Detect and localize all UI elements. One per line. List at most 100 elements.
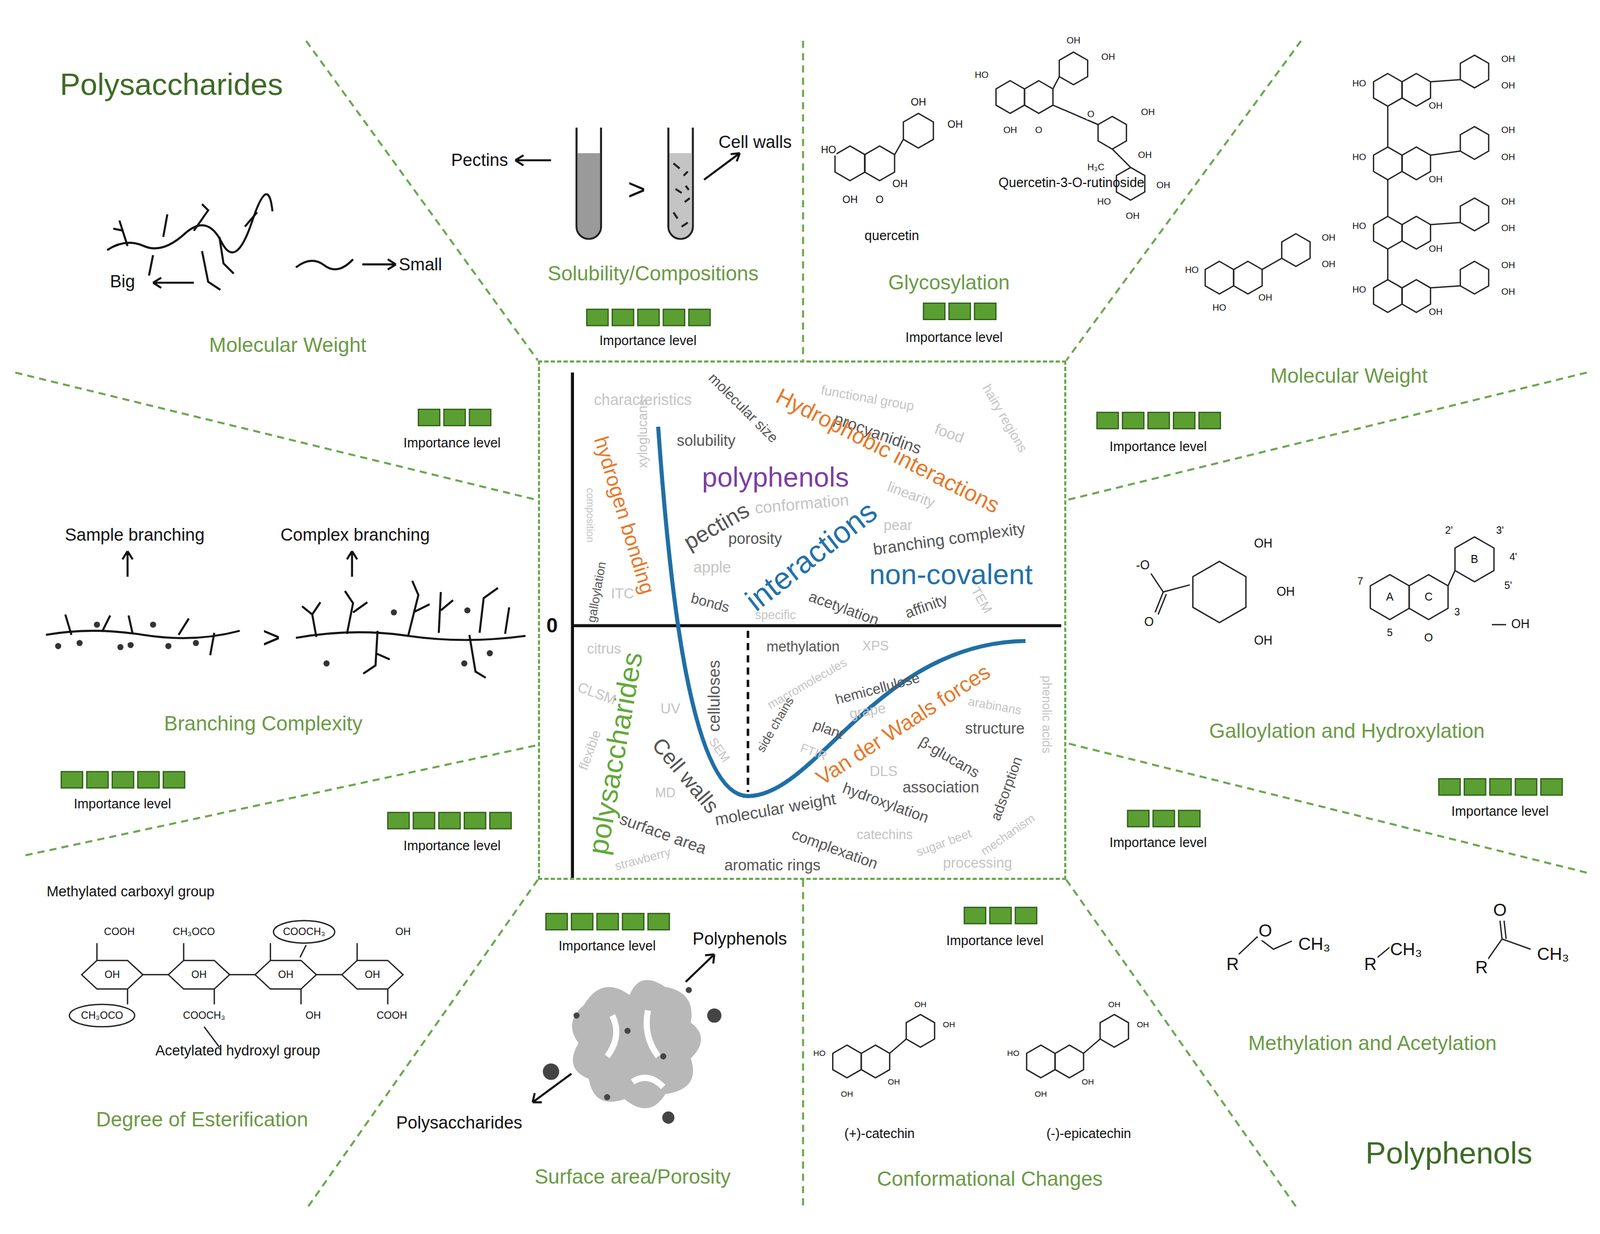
sugar-ring: [81, 960, 144, 989]
cloud-word: apple: [693, 559, 732, 577]
ring: [1460, 126, 1489, 160]
atom-label: OH: [1107, 999, 1121, 1009]
ring: [1373, 146, 1403, 180]
dots: [55, 607, 493, 667]
atom-label: 3: [1453, 606, 1461, 618]
ring: [906, 1014, 935, 1048]
ring: [1409, 574, 1449, 620]
cloud-word: processing: [942, 855, 1013, 872]
panel-title: Glycosylation: [888, 271, 1010, 294]
cloud-word: 0: [546, 614, 558, 637]
atom-label: HO: [1351, 221, 1367, 232]
atom-label: OH: [840, 1089, 854, 1099]
ring: [832, 1045, 862, 1078]
atom-label: OH: [1500, 152, 1516, 163]
cloud-word: SEM: [706, 735, 733, 765]
atom-label: COOCH₃: [182, 1009, 226, 1021]
sugar-ring: [341, 960, 404, 989]
atom-label: O: [1492, 900, 1508, 920]
cloud-word: association: [902, 779, 980, 797]
label: Polyphenols: [692, 929, 788, 949]
importance-square: [663, 308, 685, 326]
atom-label: CH₃: [1389, 939, 1423, 959]
atom-label: OH: [1258, 293, 1274, 304]
cloud-word: pear: [883, 517, 913, 534]
atom-label: OH: [277, 968, 295, 980]
atom-label: 5: [1386, 626, 1394, 639]
atom-label: -O: [1135, 558, 1151, 572]
importance-square: [974, 303, 996, 320]
cloud-word: hairy regions: [979, 382, 1031, 456]
atom-label: HO: [820, 144, 837, 156]
atom-label: OH: [1500, 54, 1516, 65]
cloud-word: acetylation: [806, 587, 882, 629]
cloud-word: strawberry: [613, 845, 673, 873]
cloud-word: citrus: [587, 641, 622, 658]
importance-square: [1147, 412, 1170, 429]
atom-label: 3': [1495, 525, 1505, 537]
glycosidic-bond: [229, 974, 255, 976]
panel-title: Conformational Changes: [877, 1167, 1103, 1190]
ring: [1402, 216, 1431, 250]
atom-label: OH: [1428, 101, 1444, 112]
label: Pectins: [451, 150, 508, 170]
atom-label: COOH: [103, 925, 136, 937]
importance-square: [1540, 778, 1562, 795]
label: Polysaccharides: [395, 1112, 523, 1133]
cloud-word: plant: [811, 717, 846, 743]
bond: [1053, 76, 1060, 90]
importance-square: [586, 308, 608, 326]
importance-square: [648, 913, 670, 930]
atom-label: OH: [1066, 35, 1082, 46]
cloud-word: celluloses: [705, 659, 724, 732]
ring: [1373, 216, 1403, 250]
label: Small: [398, 254, 443, 274]
cloud-word: grape: [847, 700, 887, 722]
importance-square: [387, 812, 410, 829]
importance-square: [1515, 778, 1537, 795]
panel-title: Surface area/Porosity: [534, 1165, 731, 1188]
cloud-word: affinity: [903, 590, 951, 622]
bond: [1053, 104, 1099, 125]
atom-label: OH: [1500, 260, 1516, 271]
bond: [183, 942, 215, 1005]
importance-square: [163, 771, 185, 789]
ring: [861, 1045, 890, 1078]
label: Big: [109, 271, 135, 291]
importance-square: [545, 913, 568, 930]
atom-label: O: [1086, 109, 1095, 120]
bond: [894, 139, 904, 155]
importance-square: [1489, 778, 1511, 795]
atom-label: 2': [1444, 525, 1454, 537]
importance-square: [612, 308, 634, 326]
ring: [1055, 1045, 1084, 1078]
importance-square: [469, 409, 491, 426]
atom-label: H₃C: [1086, 162, 1106, 173]
atom-label: OH: [1140, 107, 1156, 118]
cloud-word: mechanism: [978, 811, 1038, 859]
importance-square: [1015, 907, 1037, 924]
importance-square: [1122, 412, 1144, 429]
atom-label: OH: [1500, 197, 1516, 208]
atom-label: CH₃OCO: [172, 925, 216, 937]
atom-label: OH: [1500, 125, 1516, 136]
importance-square: [137, 771, 159, 789]
importance-square: [1153, 810, 1175, 827]
ring: [1205, 261, 1234, 295]
chemical-structures: [69, 51, 1531, 1078]
atom-label: 4': [1508, 551, 1518, 563]
atom-label: HO: [1006, 1048, 1020, 1058]
importance-square: [571, 913, 593, 930]
cloud-word: solubility: [676, 432, 736, 450]
ring: [835, 145, 866, 181]
glycosidic-bond: [316, 974, 342, 976]
label: quercetin: [864, 228, 919, 244]
atom-label: R: [1225, 955, 1240, 975]
label: Complex branching: [280, 525, 430, 545]
label: Sample branching: [64, 525, 205, 545]
word-cloud-box: characteristicsmolecular sizefunctional …: [537, 360, 1067, 880]
cloud-word: β-glucans: [915, 732, 983, 781]
atom-label: O: [1423, 631, 1434, 644]
label: Importance level: [905, 330, 1003, 346]
cloud-word: conformation: [754, 490, 850, 517]
